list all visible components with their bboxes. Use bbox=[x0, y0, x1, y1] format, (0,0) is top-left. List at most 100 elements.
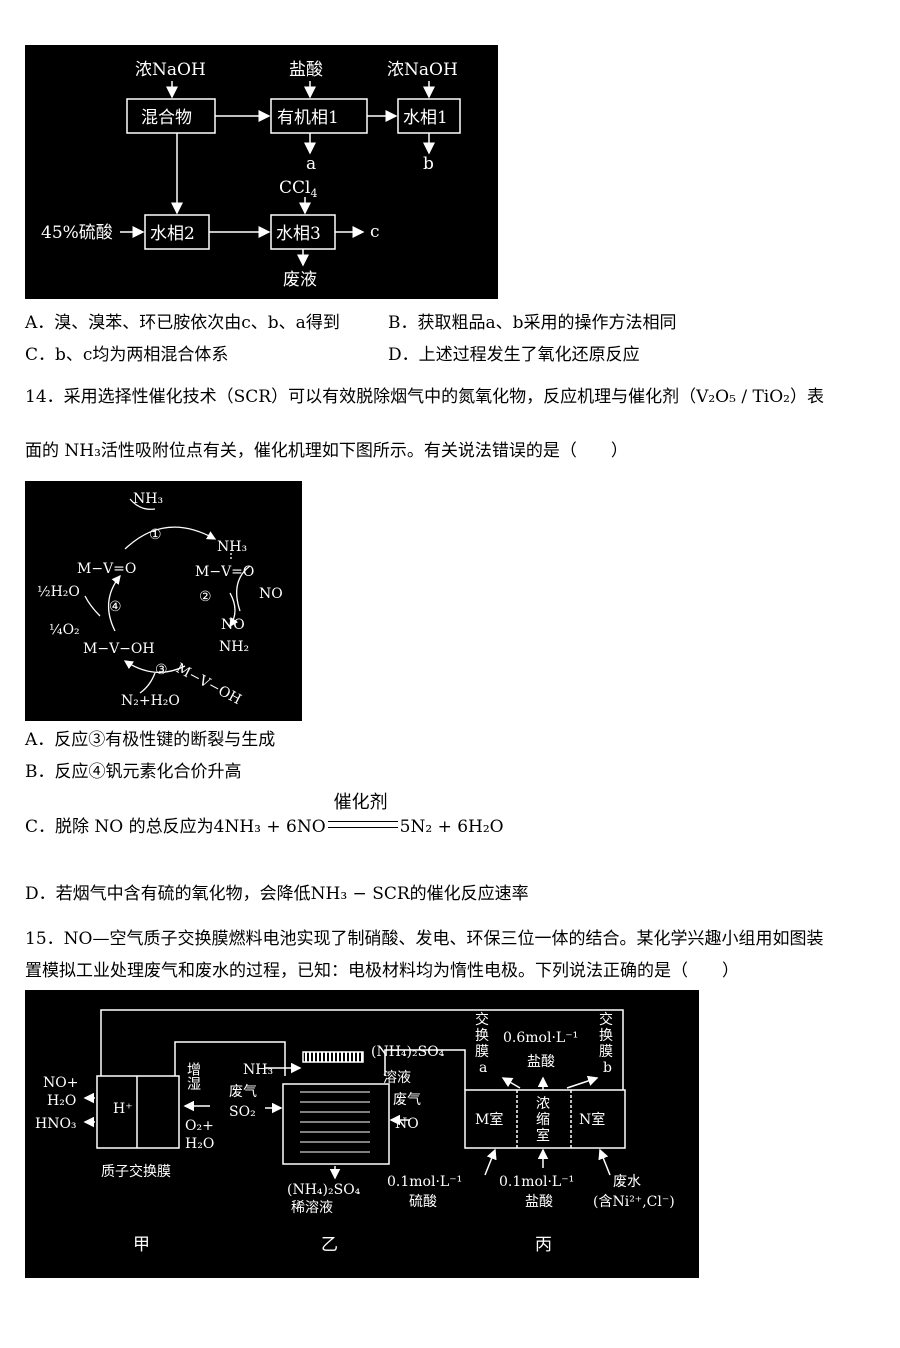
label-wastewater: 废水 bbox=[613, 1174, 641, 1190]
step-4: ④ bbox=[109, 599, 122, 615]
equilibrium-double-line: 催化剂 bbox=[327, 792, 398, 828]
label-ccl4: CCl4 bbox=[279, 178, 317, 200]
q13-option-d[interactable]: D．上述过程发生了氧化还原反应 bbox=[388, 345, 640, 365]
q14-catalyst: V₂O₅ / TiO₂ bbox=[696, 387, 791, 407]
label-jia: 甲 bbox=[133, 1235, 150, 1255]
apparatus-svg: NO+ H₂O HNO₃ H⁺ 增湿 O₂+ H₂O 质子交换膜 NH₃ 废气 … bbox=[35, 1009, 675, 1255]
label-conc-01-b: 0.1mol·L⁻¹ bbox=[499, 1174, 574, 1190]
q14-option-c[interactable]: C．脱除 NO 的总反应为4NH₃ + 6NO 催化剂 5N₂ + 6H₂O bbox=[25, 792, 504, 838]
q14-option-c-reactants: 4NH₃ + 6NO bbox=[213, 817, 326, 837]
label-conc-01-a: 0.1mol·L⁻¹ bbox=[387, 1174, 462, 1190]
q14-option-d-text: D．若烟气中含有硫的氧化物，会降低 bbox=[25, 884, 311, 904]
q14-option-d-scr: NH₃ − SCR bbox=[310, 884, 410, 904]
label-mvoh-right: M−V−OH bbox=[173, 660, 244, 708]
q15-stem-line1: 15．NO—空气质子交换膜燃料电池实现了制硝酸、发电、环保三位一体的结合。某化学… bbox=[25, 929, 824, 949]
label-bing: 丙 bbox=[535, 1235, 552, 1255]
label-hno3: HNO₃ bbox=[35, 1116, 77, 1132]
q14-option-d[interactable]: D．若烟气中含有硫的氧化物，会降低NH₃ − SCR的催化反应速率 bbox=[25, 883, 529, 905]
label-pem: 质子交换膜 bbox=[101, 1163, 171, 1180]
label-membrane-b-1: 交 bbox=[599, 1011, 613, 1028]
flowchart-svg: 浓NaOH 盐酸 浓NaOH 混合物 有机相1 水相1 a b CCl4 45%… bbox=[41, 60, 461, 290]
label-solution: 溶液 bbox=[383, 1070, 411, 1086]
q15-stem-line2: 置模拟工业处理废气和废水的过程，已知：电极材料均为惰性电极。下列说法正确的是（ … bbox=[25, 961, 739, 981]
q13-option-a[interactable]: A．溴、溴苯、环已胺依次由c、b、a得到 bbox=[25, 313, 340, 333]
text-aqueous-1: 水相1 bbox=[403, 108, 448, 128]
cycle-svg: NH₃ ① NH₃ M−V=O M−V=O ② NO NO NH₂ M−V−OH… bbox=[37, 491, 283, 709]
label-half-h2o: ½H₂O bbox=[37, 584, 80, 600]
label-hcl-2: 盐酸 bbox=[525, 1194, 553, 1210]
q14-stem-line2: 面的 NH₃活性吸附位点有关，催化机理如下图所示。有关说法错误的是（ ） bbox=[25, 440, 628, 462]
step-1: ① bbox=[149, 527, 162, 543]
label-contains-ions: (含Ni²⁺,Cl⁻) bbox=[593, 1194, 675, 1210]
label-ammonium-sulfate-2: (NH₄)₂SO₄ bbox=[287, 1182, 361, 1198]
label-h2so4: 硫酸 bbox=[409, 1194, 437, 1210]
text-aqueous-3: 水相3 bbox=[276, 224, 321, 244]
catalyst-label: 催化剂 bbox=[333, 792, 388, 813]
q14-option-c-products: 5N₂ + 6H₂O bbox=[399, 817, 504, 837]
label-h2o-1: H₂O bbox=[47, 1093, 76, 1109]
label-o2: O₂+ bbox=[185, 1118, 214, 1134]
q14-stem2-pre: 面的 bbox=[25, 441, 59, 461]
label-hcl: 盐酸 bbox=[289, 60, 323, 80]
label-no-plus: NO+ bbox=[43, 1075, 78, 1091]
q14-stem2-nh3: NH₃ bbox=[64, 441, 101, 461]
q13-option-b[interactable]: B．获取粗品a、b采用的操作方法相同 bbox=[388, 313, 677, 333]
step-3: ③ bbox=[155, 662, 168, 678]
label-mvoh-left: M−V−OH bbox=[83, 641, 155, 657]
flowchart-figure: 浓NaOH 盐酸 浓NaOH 混合物 有机相1 水相1 a b CCl4 45%… bbox=[25, 45, 498, 299]
q14-stem2-post: 活性吸附位点有关，催化机理如下图所示。有关说法错误的是（ ） bbox=[100, 441, 628, 461]
label-nh3-gas: NH₃ bbox=[243, 1062, 273, 1078]
label-n2-h2o: N₂+H₂O bbox=[121, 693, 180, 709]
label-c: c bbox=[370, 222, 380, 242]
q14-stem-line1: 14．采用选择性催化技术（SCR）可以有效脱除烟气中的氮氧化物，反应机理与催化剂… bbox=[25, 386, 824, 408]
q14-option-b[interactable]: B．反应④钒元素化合价升高 bbox=[25, 762, 242, 782]
text-aqueous-2: 水相2 bbox=[150, 224, 195, 244]
label-dilute: 稀溶液 bbox=[291, 1200, 333, 1216]
step-2: ② bbox=[199, 589, 212, 605]
q14-stem-tail: ）表 bbox=[790, 387, 825, 407]
label-membrane-b-3: 膜 bbox=[599, 1044, 613, 1060]
label-naoh-1: 浓NaOH bbox=[135, 60, 206, 80]
label-no-in: NO bbox=[259, 586, 283, 602]
label-room-m: M室 bbox=[475, 1111, 503, 1128]
q14-option-d-tail: 的催化反应速率 bbox=[409, 884, 529, 904]
cell-jia bbox=[96, 1075, 180, 1149]
label-mvo-left: M−V=O bbox=[77, 561, 136, 577]
label-hplus: H⁺ bbox=[113, 1101, 133, 1117]
label-membrane-a-3: 膜 bbox=[475, 1044, 489, 1060]
q14-option-a[interactable]: A．反应③有极性键的断裂与生成 bbox=[25, 730, 276, 750]
apparatus-figure: NO+ H₂O HNO₃ H⁺ 增湿 O₂+ H₂O 质子交换膜 NH₃ 废气 … bbox=[25, 990, 699, 1278]
label-mvo-right: M−V=O bbox=[195, 564, 254, 580]
label-membrane-a-4: a bbox=[479, 1060, 487, 1076]
label-room-n: N室 bbox=[579, 1111, 605, 1128]
label-membrane-b-2: 换 bbox=[599, 1027, 613, 1044]
cell-yi bbox=[282, 1083, 390, 1165]
label-membrane-a-1: 交 bbox=[475, 1011, 489, 1028]
label-h2o-2: H₂O bbox=[185, 1136, 214, 1152]
label-nh3-adsorbed: NH₃ bbox=[217, 539, 247, 555]
label-conc-06: 0.6mol·L⁻¹ bbox=[503, 1030, 578, 1046]
label-membrane-b-4: b bbox=[603, 1060, 612, 1076]
label-sulfuric-45: 45%硫酸 bbox=[41, 223, 113, 243]
label-conc-room-2: 缩 bbox=[536, 1112, 550, 1128]
label-waste-gas-2: 废气 bbox=[393, 1092, 421, 1108]
q13-option-c[interactable]: C．b、c均为两相混合体系 bbox=[25, 345, 229, 365]
label-yi: 乙 bbox=[321, 1235, 338, 1255]
label-a: a bbox=[306, 154, 316, 174]
label-nh2: NH₂ bbox=[219, 639, 249, 655]
text-mixture: 混合物 bbox=[141, 108, 192, 128]
q14-stem-text: 14．采用选择性催化技术（SCR）可以有效脱除烟气中的氮氧化物，反应机理与催化剂… bbox=[25, 387, 697, 407]
label-no: NO bbox=[221, 617, 245, 633]
label-ammonium-sulfate-1: (NH₄)₂SO₄ bbox=[371, 1044, 445, 1060]
label-waste-gas-1: 废气 bbox=[229, 1084, 257, 1100]
catalytic-cycle-figure: NH₃ ① NH₃ M−V=O M−V=O ② NO NO NH₂ M−V−OH… bbox=[25, 481, 302, 721]
label-humid: 增湿 bbox=[185, 1062, 201, 1090]
label-b: b bbox=[423, 154, 434, 174]
label-waste: 废液 bbox=[283, 270, 317, 290]
label-conc-room-3: 室 bbox=[536, 1127, 550, 1144]
q14-option-c-text: C．脱除 NO 的总反应为 bbox=[25, 817, 214, 837]
label-naoh-2: 浓NaOH bbox=[387, 60, 458, 80]
text-organic-1: 有机相1 bbox=[277, 108, 339, 128]
label-membrane-a-2: 换 bbox=[475, 1027, 489, 1044]
label-conc-room-1: 浓 bbox=[536, 1096, 550, 1112]
